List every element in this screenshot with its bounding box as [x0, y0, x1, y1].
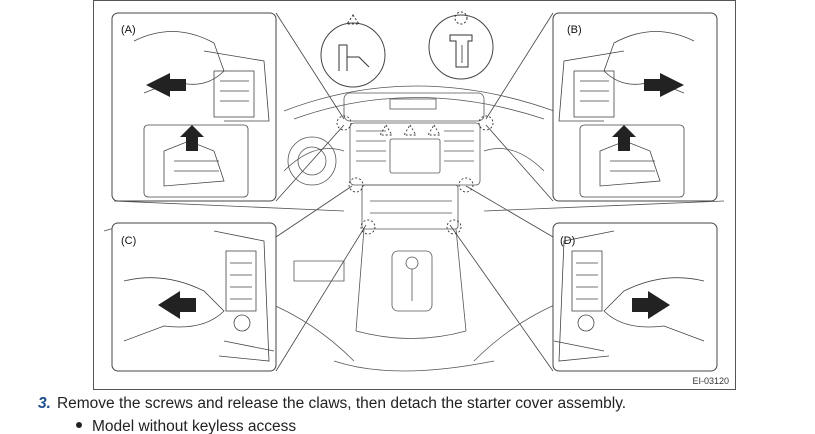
step-text: Remove the screws and release the claws,… — [56, 395, 627, 412]
panel-b: (B) — [552, 12, 718, 202]
claw-markers — [336, 115, 494, 235]
bullet-icon — [76, 422, 82, 429]
claw-symbol — [428, 11, 494, 80]
step-number: 3. — [38, 395, 51, 412]
bullet-text: Model without keyless access — [92, 418, 297, 434]
panel-c: (C) — [111, 222, 277, 372]
figure-id: EI-03120 — [692, 376, 729, 386]
panel-c-label: (C) — [121, 235, 136, 247]
diagram-figure: (A) (B) — [93, 0, 736, 390]
dashboard-illustration: (A) (B) — [103, 11, 725, 372]
panel-a-label: (A) — [121, 24, 136, 36]
screw-symbol — [320, 14, 386, 88]
center-dashboard — [103, 85, 725, 372]
panel-b-label: (B) — [567, 24, 582, 36]
panel-d: (D) — [552, 222, 718, 372]
step-instruction: 3. Remove the screws and release the claw… — [38, 395, 626, 413]
panel-a: (A) — [111, 12, 277, 202]
bullet-item: Model without keyless access — [76, 418, 296, 434]
leader-lines — [275, 12, 554, 372]
panel-d-label: (D) — [560, 235, 575, 247]
